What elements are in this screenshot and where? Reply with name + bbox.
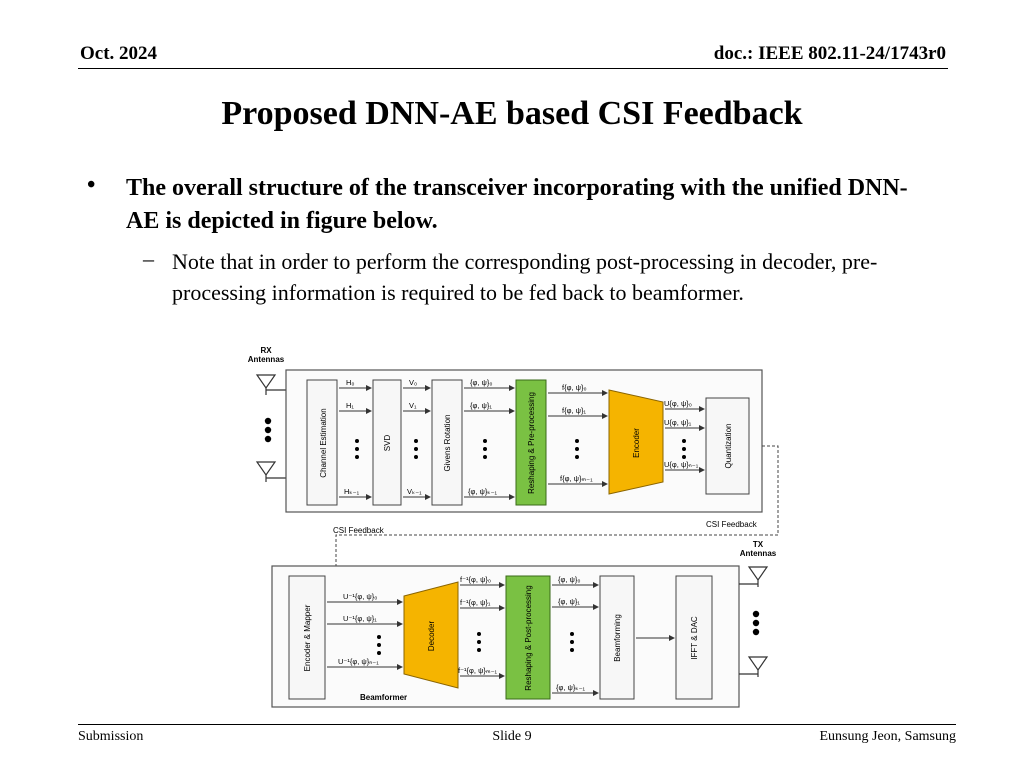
reshaping-postprocessing-label: Reshaping & Post-processing [524, 585, 533, 690]
signal-f0: f{φ, ψ}₀ [562, 383, 587, 392]
rx-label-1: RX [260, 346, 272, 355]
signal-f1: f{φ, ψ}₁ [562, 406, 586, 415]
signal-fi0: f⁻¹{φ, ψ}₀ [460, 575, 491, 584]
svd-label: SVD [383, 435, 392, 452]
encoder-mapper-block [288, 575, 326, 700]
signal-hk: Hₖ₋₁ [344, 487, 360, 496]
decoder-label: Decoder [427, 621, 436, 652]
slide-title: Proposed DNN-AE based CSI Feedback [221, 95, 803, 132]
ifft-dac-label: IFFT & DAC [690, 616, 699, 660]
csi-feedback-right-label: CSI Feedback [706, 520, 758, 529]
header-divider [78, 68, 948, 69]
signal-ui1: U⁻¹{φ, ψ}₁ [343, 614, 377, 623]
signal-h1: H₁ [346, 401, 354, 410]
signal-q0: {φ, ψ}₀ [558, 575, 581, 584]
signal-vk: Vₖ₋₁ [407, 487, 422, 496]
rx-label-2: Antennas [248, 355, 285, 364]
tx-dots [752, 610, 760, 636]
header-doc-id: doc.: IEEE 802.11-24/1743r0 [713, 43, 946, 64]
rx-antenna-icon [255, 374, 286, 482]
beamforming-label: Beamforming [613, 614, 622, 662]
receiver-arrows [339, 385, 705, 500]
footer-slide-number: Slide 9 [492, 729, 532, 744]
tx-label-1: TX [753, 540, 764, 549]
tx-label-2: Antennas [740, 549, 777, 558]
quantization-label: Quantization [724, 424, 733, 469]
signal-uin: U⁻¹{φ, ψ}ₙ₋₁ [338, 657, 379, 666]
signal-q1: {φ, ψ}₁ [558, 597, 580, 606]
footer-submission: Submission [78, 729, 144, 744]
signal-u1: U{φ, ψ}₁ [664, 418, 692, 427]
bullet-sub-text: Note that in order to perform the corres… [172, 249, 878, 305]
reshaping-preprocessing-block [515, 379, 547, 506]
signal-qk: {φ, ψ}ₖ₋₁ [556, 683, 586, 692]
signal-fm: f{φ, ψ}ₘ₋₁ [560, 474, 593, 483]
signal-p0: {φ, ψ}₀ [470, 378, 493, 387]
reshaping-preprocessing-label: Reshaping & Pre-processing [527, 392, 536, 494]
signal-h0: H₀ [346, 378, 355, 387]
encoder-label: Encoder [632, 428, 641, 458]
bullet-marker: • [87, 172, 96, 198]
quantization-block [705, 397, 750, 495]
givens-rotation-block [431, 379, 463, 506]
footer-author: Eunsung Jeon, Samsung [819, 729, 957, 744]
signal-v0: V₀ [409, 378, 417, 387]
ifft-dac-block [675, 575, 713, 700]
rx-dots [264, 417, 272, 443]
signal-pk: {φ, ψ}ₖ₋₁ [468, 487, 498, 496]
decoder-block [403, 581, 459, 689]
footer-divider [78, 724, 956, 725]
signal-un: U{φ, ψ}ₙ₋₁ [664, 460, 699, 469]
signal-fi1: f⁻¹{φ, ψ}₁ [460, 598, 491, 607]
header-date: Oct. 2024 [80, 43, 158, 64]
beamforming-block [599, 575, 635, 700]
beamformer-dots [377, 632, 574, 655]
beamformer-label: Beamformer [360, 693, 407, 702]
tx-antenna-icon [739, 566, 769, 677]
svd-block [372, 379, 402, 506]
signal-p1: {φ, ψ}₁ [470, 401, 492, 410]
reshaping-postprocessing-block [505, 575, 551, 700]
signal-fim: f⁻¹{φ, ψ}ₘ₋₁ [458, 666, 498, 675]
bullet-main-text: The overall structure of the transceiver… [126, 175, 908, 234]
sub-bullet-marker: – [143, 246, 154, 271]
signal-ui0: U⁻¹{φ, ψ}₀ [343, 592, 377, 601]
signal-v1: V₁ [409, 401, 417, 410]
csi-feedback-left-label: CSI Feedback [333, 526, 385, 535]
receiver-dots [355, 439, 686, 459]
encoder-block [608, 389, 664, 495]
channel-estimation-block [306, 379, 338, 506]
signal-u0: U{φ, ψ}₀ [664, 399, 692, 408]
givens-rotation-label: Givens Rotation [443, 415, 452, 472]
channel-estimation-label: Channel Estimation [319, 408, 328, 477]
beamformer-arrows [327, 582, 675, 696]
encoder-mapper-label: Encoder & Mapper [303, 604, 312, 671]
